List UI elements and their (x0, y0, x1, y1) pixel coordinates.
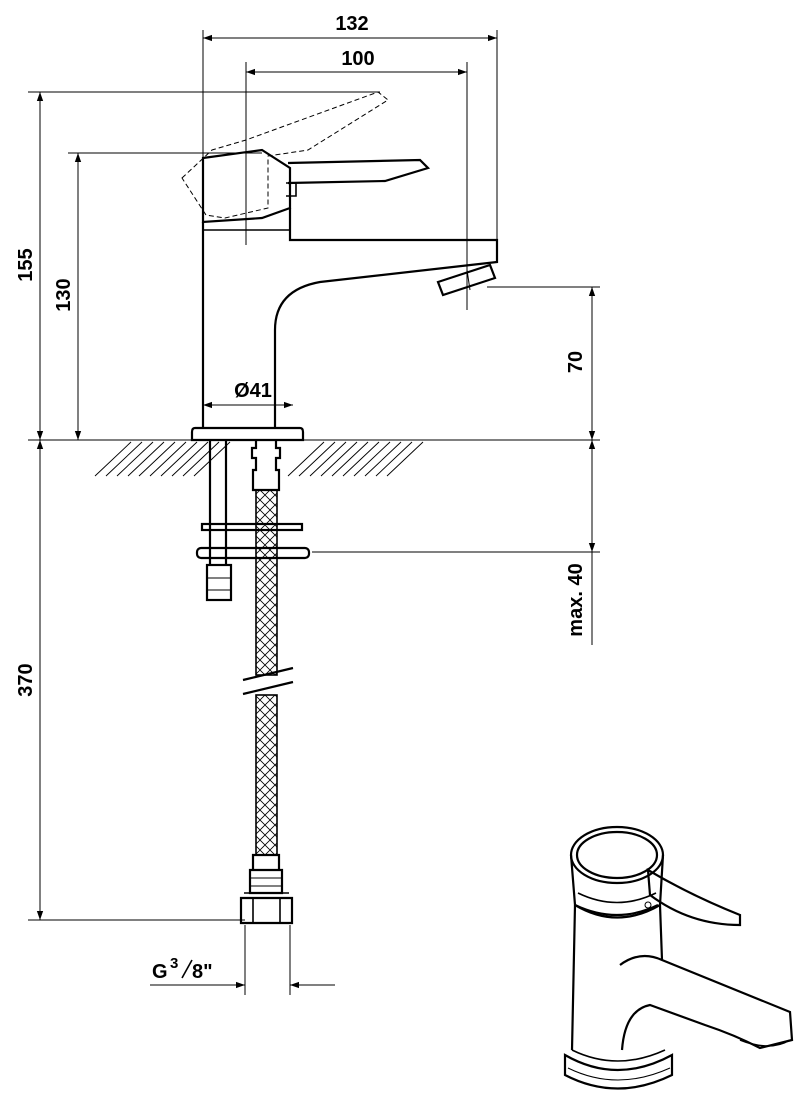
dim-diameter: Ø41 (234, 380, 272, 402)
dim-spout-reach: 100 (341, 48, 374, 70)
dim-total-width: 132 (335, 13, 368, 35)
faucet-perspective-view (563, 825, 794, 1090)
threaded-rod (208, 440, 228, 565)
lever (287, 158, 431, 185)
aerator (436, 263, 497, 297)
dimension-lines (28, 30, 600, 995)
lever-raised-outline (181, 91, 389, 219)
svg-text:8": 8" (192, 961, 213, 983)
base-flange (190, 426, 305, 442)
dim-body-height: 130 (53, 278, 75, 311)
washer-upper (200, 522, 304, 532)
svg-text:3: 3 (170, 955, 178, 972)
dim-total-height: 155 (15, 248, 37, 281)
dim-hose-length: 370 (15, 663, 37, 696)
perspective-spout (619, 954, 794, 1051)
supply-hose (239, 440, 294, 925)
hose-connector-nut (239, 896, 294, 925)
faucet-body (201, 208, 499, 428)
svg-text:G: G (152, 961, 168, 983)
washer-lower (195, 546, 311, 560)
perspective-lever (646, 867, 742, 927)
dim-mount-thickness: max. 40 (565, 563, 587, 636)
dim-connection-thread: G 3 8" (152, 955, 213, 983)
mounting-nut (205, 563, 233, 602)
countertop-hatching (94, 441, 424, 477)
faucet-side-view (94, 91, 499, 925)
dim-spout-height: 70 (565, 351, 587, 373)
dimension-labels: 132 100 155 130 70 Ø41 max. 40 370 G 3 8… (15, 13, 587, 983)
